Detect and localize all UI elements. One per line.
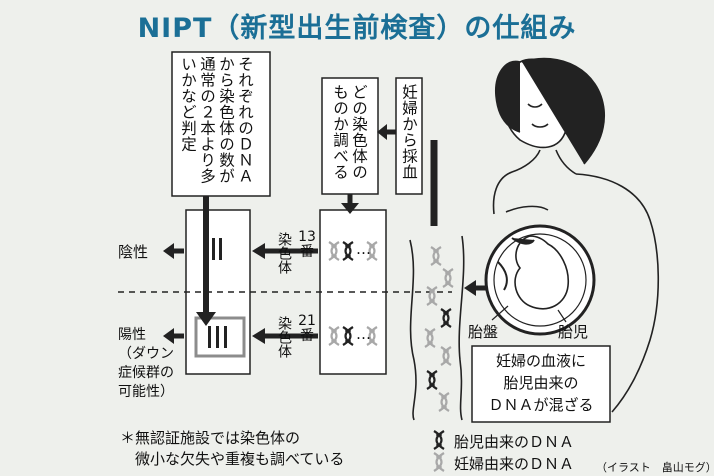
chromosome-21-number: 21番 xyxy=(298,314,316,344)
illustration-credit: （イラスト 畠山モグ） xyxy=(596,459,714,475)
blood-vessel xyxy=(410,240,416,420)
ellipsis-lower: … xyxy=(356,325,371,343)
chromosome-13-label: 染色体 xyxy=(276,232,291,274)
positive-result: 陽性 （ダウン 症候群の 可能性） xyxy=(118,326,174,402)
placenta-label: 胎盤 xyxy=(468,321,498,342)
negative-result: 陰性 xyxy=(118,241,148,262)
maternal-dna-legend-label: 妊婦由来のＤＮＡ xyxy=(454,453,574,474)
ellipsis-upper: … xyxy=(356,240,371,258)
fetal-dna-legend-icon xyxy=(434,431,444,449)
footnote: ＊無認証施設では染色体の 微小な欠失や重複も調べている xyxy=(120,428,344,470)
chromosome-13-number: 13番 xyxy=(298,230,316,260)
examine-text: どの染色体の ものか調べる xyxy=(330,84,368,190)
blood-text: 妊婦から採血 xyxy=(399,84,418,190)
maternal-dna-legend-icon xyxy=(434,453,444,471)
compare-text: それぞれのＤＮＡ から染色体の数が 通常の２本より多 いかなど判定 xyxy=(178,56,254,192)
fetus-label: 胎児 xyxy=(558,321,588,342)
chromosome-21-label: 染色体 xyxy=(276,316,291,358)
mixing-text: 妊婦の血液に 胎児由来の ＤＮＡが混ざる xyxy=(474,350,608,416)
fetal-dna-legend-label: 胎児由来のＤＮＡ xyxy=(454,431,574,452)
